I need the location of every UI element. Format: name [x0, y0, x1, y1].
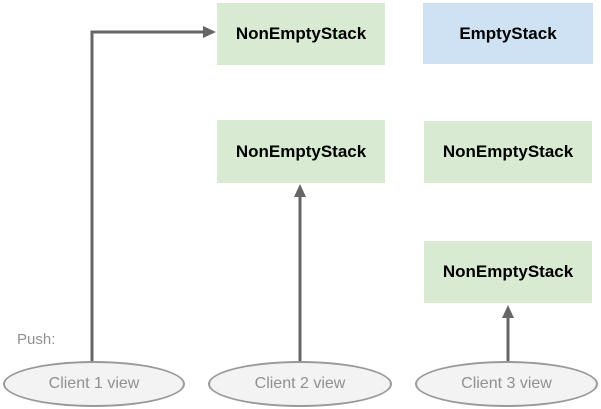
- client-view-label: Client 2 view: [254, 375, 346, 392]
- stack-box-label: EmptyStack: [459, 23, 557, 43]
- arrow-client2-to-mid-left-head: [294, 184, 306, 197]
- arrow-client1-to-top-left-head: [203, 26, 216, 38]
- client-view-label: Client 1 view: [48, 375, 140, 392]
- stack-box-top-right: EmptyStack: [423, 3, 593, 64]
- stack-box-top-left: NonEmptyStack: [217, 3, 385, 65]
- stack-box-label: NonEmptyStack: [235, 24, 367, 43]
- arrow-client1-to-top-left-line: [90, 30, 204, 361]
- client-view-label: Client 3 view: [461, 375, 552, 392]
- client-1-view-ellipse: Client 1 view: [3, 361, 185, 407]
- push-label: Push:: [17, 331, 56, 348]
- stack-box-mid-right: NonEmptyStack: [424, 121, 592, 183]
- stack-box-label: NonEmptyStack: [442, 142, 574, 161]
- stack-box-mid-left: NonEmptyStack: [217, 120, 385, 183]
- client-2-view-ellipse: Client 2 view: [208, 361, 392, 407]
- stack-box-label: NonEmptyStack: [442, 262, 574, 281]
- client-3-view-ellipse: Client 3 view: [415, 361, 598, 407]
- stack-box-bottom-right: NonEmptyStack: [424, 241, 592, 303]
- arrow-client3-to-bottom-right-head: [502, 305, 514, 318]
- stack-box-label: NonEmptyStack: [235, 141, 367, 161]
